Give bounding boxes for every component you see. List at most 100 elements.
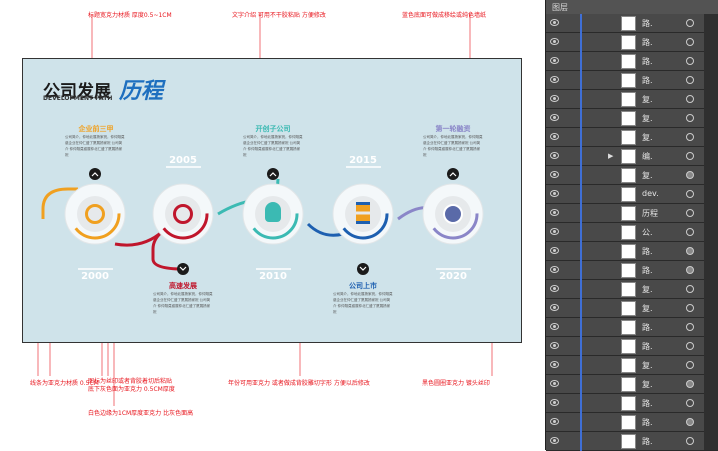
eye-icon[interactable] (550, 38, 559, 45)
target-circle-icon[interactable] (686, 133, 694, 141)
layer-thumbnail (621, 187, 636, 202)
milestone-4-label: 公司上市 (349, 282, 377, 290)
eye-icon[interactable] (550, 19, 559, 26)
eye-icon[interactable] (550, 190, 559, 197)
target-circle-icon[interactable] (686, 304, 694, 312)
layer-row[interactable]: 路. (546, 71, 718, 90)
layer-row[interactable]: 路. (546, 413, 718, 432)
eye-icon[interactable] (550, 209, 559, 216)
layer-row[interactable]: 复. (546, 166, 718, 185)
layer-name: 复. (642, 380, 653, 389)
target-circle-icon[interactable] (686, 380, 694, 388)
target-circle-icon[interactable] (686, 361, 694, 369)
layer-row[interactable]: 路. (546, 33, 718, 52)
eye-icon[interactable] (550, 171, 559, 178)
target-circle-icon[interactable] (686, 38, 694, 46)
layer-thumbnail (621, 301, 636, 316)
layer-row[interactable]: 路. (546, 52, 718, 71)
eye-icon[interactable] (550, 285, 559, 292)
eye-icon[interactable] (550, 266, 559, 273)
layer-row[interactable]: 路. (546, 394, 718, 413)
eye-icon[interactable] (550, 323, 559, 330)
layer-row[interactable]: 路. (546, 242, 718, 261)
layer-color-bar (580, 185, 582, 204)
milestone-5-label: 第一轮融资 (435, 125, 471, 133)
layer-thumbnail (621, 16, 636, 31)
target-circle-icon[interactable] (686, 114, 694, 122)
white-edge-note: 白色边缘为1CM厚度亚克力 比灰色面高 (88, 410, 194, 417)
target-circle-icon[interactable] (686, 228, 694, 236)
layer-row[interactable]: 复. (546, 109, 718, 128)
layer-row[interactable]: dev. (546, 185, 718, 204)
layer-color-bar (580, 128, 582, 147)
target-circle-icon[interactable] (686, 285, 694, 293)
eye-icon[interactable] (550, 114, 559, 121)
milestone-1-year: 2000 (81, 271, 109, 282)
layer-name: dev. (642, 189, 659, 198)
layers-scrollbar[interactable] (704, 14, 718, 450)
layer-color-bar (580, 14, 582, 33)
layer-color-bar (580, 394, 582, 413)
layer-color-bar (580, 375, 582, 394)
eye-icon[interactable] (550, 418, 559, 425)
layer-color-bar (580, 109, 582, 128)
eye-icon[interactable] (550, 57, 559, 64)
icon-material-note: 图标为丝印或者背胶着切后粘贴 底下灰色面为亚克力 0.5CM厚度 (88, 378, 175, 393)
layer-row[interactable]: 路. (546, 261, 718, 280)
eye-icon[interactable] (550, 247, 559, 254)
layer-row[interactable]: 复. (546, 280, 718, 299)
eye-icon[interactable] (550, 361, 559, 368)
eye-icon[interactable] (550, 342, 559, 349)
layer-row[interactable]: 路. (546, 337, 718, 356)
layer-thumbnail (621, 73, 636, 88)
expand-arrow-icon[interactable]: ▶ (608, 152, 614, 160)
milestone-3-label: 开创子公司 (255, 125, 291, 133)
layer-thumbnail (621, 92, 636, 107)
layer-row[interactable]: ▶编. (546, 147, 718, 166)
layer-row[interactable]: 复. (546, 375, 718, 394)
eye-icon[interactable] (550, 228, 559, 235)
eye-icon[interactable] (550, 133, 559, 140)
layer-color-bar (580, 90, 582, 109)
eye-icon[interactable] (550, 399, 559, 406)
eye-icon[interactable] (550, 95, 559, 102)
target-circle-icon[interactable] (686, 209, 694, 217)
layer-row[interactable]: 路. (546, 14, 718, 33)
layer-row[interactable]: 复. (546, 356, 718, 375)
layer-color-bar (580, 52, 582, 71)
clock-icon (443, 204, 463, 224)
layer-row[interactable]: 公. (546, 223, 718, 242)
target-circle-icon[interactable] (686, 418, 694, 426)
layer-row[interactable]: 复. (546, 128, 718, 147)
layer-row[interactable]: 历程 (546, 204, 718, 223)
target-circle-icon[interactable] (686, 76, 694, 84)
target-circle-icon[interactable] (686, 190, 694, 198)
eye-icon[interactable] (550, 380, 559, 387)
target-circle-icon[interactable] (686, 95, 694, 103)
layer-row[interactable]: 路. (546, 318, 718, 337)
target-circle-icon[interactable] (686, 19, 694, 27)
globe-icon (173, 204, 193, 224)
eye-icon[interactable] (550, 437, 559, 444)
target-circle-icon[interactable] (686, 152, 694, 160)
layer-row[interactable]: 复. (546, 90, 718, 109)
target-circle-icon[interactable] (686, 323, 694, 331)
target-circle-icon[interactable] (686, 171, 694, 179)
target-circle-icon[interactable] (686, 266, 694, 274)
target-circle-icon[interactable] (686, 57, 694, 65)
eye-icon[interactable] (550, 304, 559, 311)
text-intro-note: 文字介绍 可用不干胶粘贴 方便修改 (232, 12, 326, 19)
target-circle-icon[interactable] (686, 437, 694, 445)
target-circle-icon[interactable] (686, 247, 694, 255)
layer-color-bar (580, 318, 582, 337)
layer-row[interactable]: 路. (546, 432, 718, 451)
target-circle-icon[interactable] (686, 399, 694, 407)
layer-thumbnail (621, 320, 636, 335)
target-circle-icon[interactable] (686, 342, 694, 350)
layers-panel-title: 图层 (546, 0, 718, 14)
eye-icon[interactable] (550, 76, 559, 83)
eye-icon[interactable] (550, 152, 559, 159)
milestone-1-label: 企业前三甲 (78, 125, 114, 133)
layer-row[interactable]: 复. (546, 299, 718, 318)
layer-name: 复. (642, 114, 653, 123)
